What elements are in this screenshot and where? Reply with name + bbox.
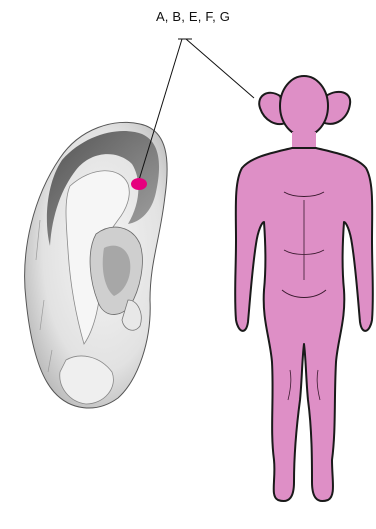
acupoint-marker <box>131 178 147 190</box>
point-label: A, B, E, F, G <box>128 9 258 24</box>
human-body-silhouette <box>235 76 373 501</box>
ear-illustration <box>25 122 168 408</box>
